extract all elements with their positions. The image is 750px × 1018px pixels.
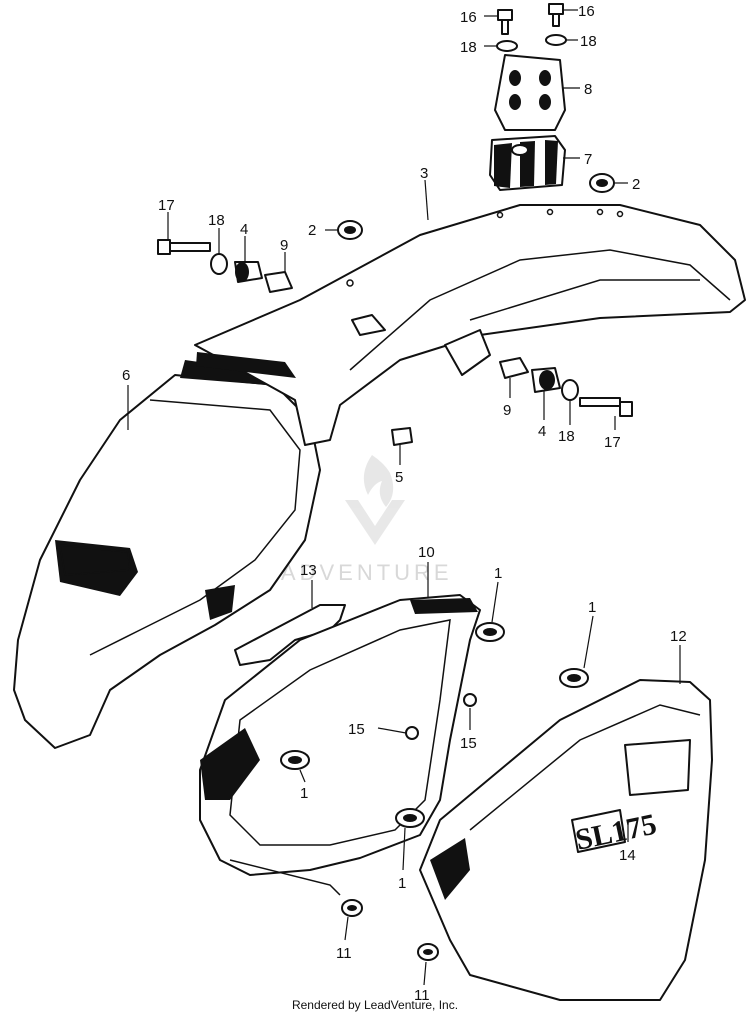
callout-11: 11 (414, 987, 430, 1004)
callout-9: 9 (280, 237, 288, 254)
callout-17: 17 (604, 434, 621, 451)
callout-18: 18 (208, 212, 225, 229)
right-mounting-hardware (499, 357, 633, 417)
top-bolts (496, 3, 567, 52)
callout-4: 4 (538, 423, 546, 440)
callout-7: 7 (584, 151, 592, 168)
callout-2: 2 (632, 176, 640, 193)
callout-15: 15 (348, 721, 365, 738)
fender-bracket (494, 54, 566, 131)
left-side-cover (199, 594, 481, 896)
callout-14: 14 (619, 847, 636, 864)
callout-8: 8 (584, 81, 592, 98)
callout-9: 9 (503, 402, 511, 419)
callout-1: 1 (588, 599, 596, 616)
callout-18: 18 (460, 39, 477, 56)
callout-1: 1 (398, 875, 406, 892)
callout-labels: 16 16 18 18 8 7 2 3 17 18 4 9 2 6 9 4 18… (122, 3, 687, 1004)
callout-18: 18 (580, 33, 597, 50)
callout-6: 6 (122, 367, 130, 384)
callout-1: 1 (494, 565, 502, 582)
callout-5: 5 (395, 469, 403, 486)
callout-15: 15 (460, 735, 477, 752)
callout-13: 13 (300, 562, 317, 579)
side-cover-grommets (280, 622, 589, 828)
callout-18: 18 (558, 428, 575, 445)
callout-16: 16 (460, 9, 477, 26)
small-block (391, 427, 413, 446)
left-mounting-hardware (157, 239, 293, 293)
callout-11: 11 (336, 945, 352, 962)
leader-lines (127, 9, 681, 986)
rear-fender-main (194, 204, 746, 446)
rubber-cushion (489, 135, 566, 191)
footer-credit: Rendered by LeadVenture, Inc. (291, 998, 459, 1012)
callout-3: 3 (420, 165, 428, 182)
callout-1: 1 (300, 785, 308, 802)
callout-12: 12 (670, 628, 687, 645)
callout-2: 2 (308, 222, 316, 239)
callout-10: 10 (418, 544, 435, 561)
right-side-cover (419, 679, 713, 1001)
lower-grommets (341, 899, 439, 961)
callout-4: 4 (240, 221, 248, 238)
callout-16: 16 (578, 3, 595, 20)
watermark-logo (345, 455, 405, 545)
callout-17: 17 (158, 197, 175, 214)
grommets (337, 173, 615, 240)
